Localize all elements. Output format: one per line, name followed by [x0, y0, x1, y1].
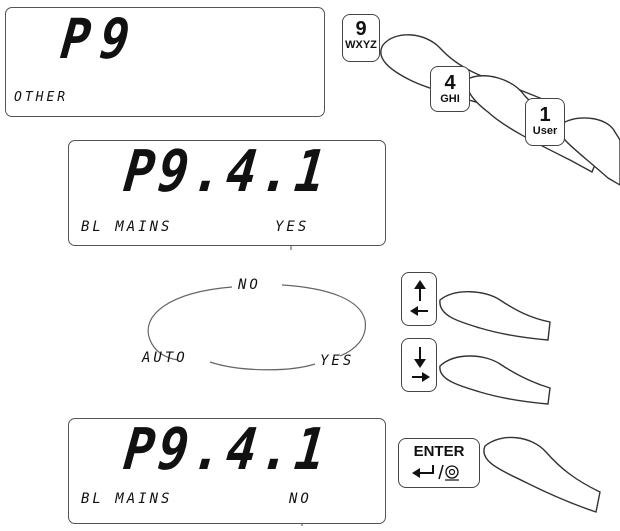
key-4-letters: GHI: [431, 93, 469, 105]
parameter-label: OTHER: [14, 90, 68, 105]
key-1-letters: User: [526, 125, 564, 137]
key-1-user-button[interactable]: 1 User: [525, 98, 565, 146]
parameter-code: P9: [58, 8, 143, 72]
arrow-up-left-icon: [402, 273, 438, 327]
enter-button[interactable]: ENTER: [398, 438, 480, 488]
finger-icon: [381, 35, 620, 185]
cycle-option-yes: YES: [320, 353, 354, 369]
parameter-label: BL MAINS: [81, 491, 172, 507]
parameter-code: P9.4.1: [121, 138, 333, 205]
enter-label: ENTER: [399, 443, 479, 460]
cycle-option-auto: AUTO: [142, 350, 188, 366]
key-9-number: 9: [343, 19, 379, 39]
cycle-option-no: NO: [238, 277, 261, 293]
key-9-button[interactable]: 9 WXYZ: [342, 14, 380, 62]
parameter-label: BL MAINS: [81, 219, 172, 235]
display-screen-p9: P9 OTHER: [5, 7, 325, 117]
parameter-code: P9.4.1: [121, 416, 333, 483]
finger-icon: [484, 437, 600, 512]
key-4-number: 4: [431, 73, 469, 93]
enter-return-icon: [409, 462, 469, 482]
arrow-up-button[interactable]: [401, 272, 437, 326]
key-9-letters: WXYZ: [343, 39, 379, 51]
key-4-button[interactable]: 4 GHI: [430, 66, 470, 112]
display-screen-blmains-no: P9.4.1 BL MAINS NO: [68, 418, 386, 524]
arrow-down-button[interactable]: [401, 338, 437, 392]
finger-icon: [440, 292, 550, 404]
display-screen-blmains-yes: P9.4.1 BL MAINS YES: [68, 140, 386, 246]
arrow-down-right-icon: [402, 339, 438, 393]
parameter-value-blinking: YES: [275, 219, 309, 235]
key-1-number: 1: [526, 105, 564, 125]
parameter-value-blinking: NO: [289, 491, 312, 507]
